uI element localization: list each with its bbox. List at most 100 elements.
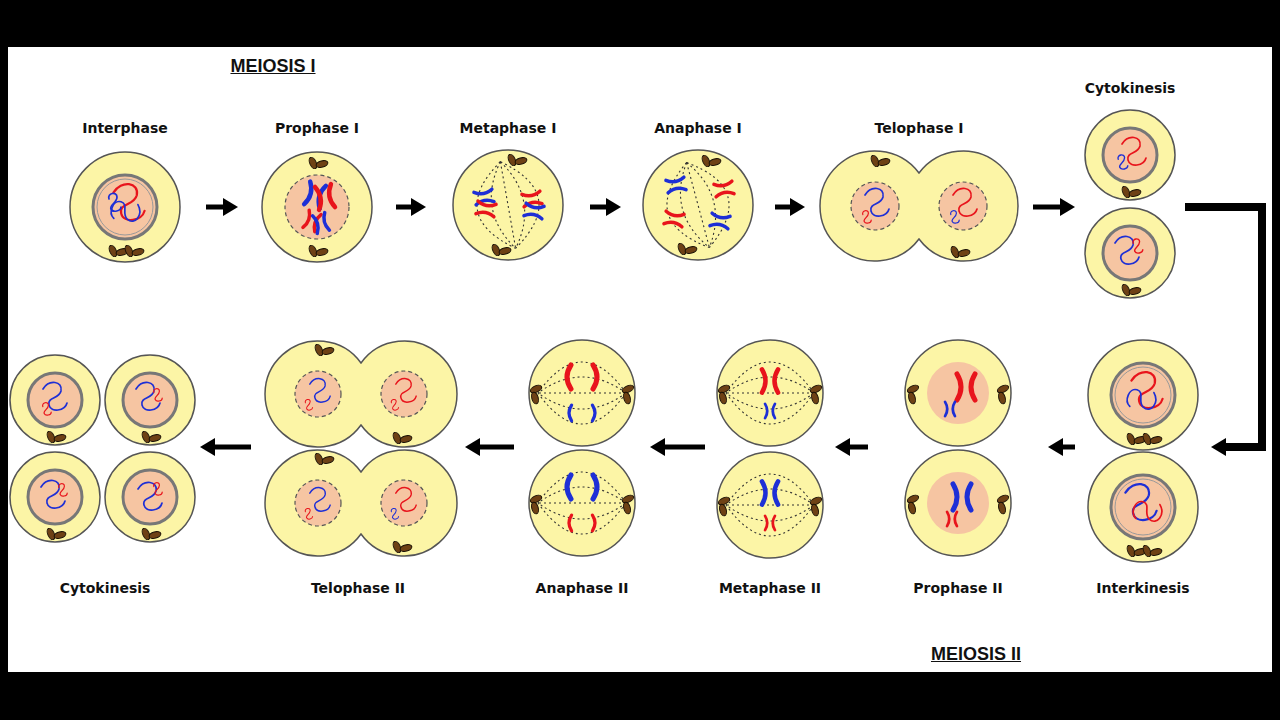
stage-node: Prophase II <box>868 330 1048 602</box>
white-panel <box>8 47 1272 672</box>
arrow-head <box>790 198 805 216</box>
chromatin <box>863 211 872 223</box>
stage-label: Interkinesis <box>1055 580 1231 597</box>
daughter-cell <box>1085 110 1175 200</box>
metaphase-i-cell <box>453 150 563 260</box>
spindle <box>470 156 546 253</box>
chromatin <box>138 482 162 510</box>
cell-membrane <box>529 450 635 556</box>
nucleus <box>1111 363 1175 427</box>
stage-label: Metaphase II <box>685 580 855 597</box>
interphase-cell <box>70 152 180 262</box>
stage-label: Anaphase I <box>601 120 795 137</box>
stage-label: Cytokinesis <box>0 580 220 597</box>
cell-membrane <box>262 152 372 262</box>
arrow-head <box>1211 438 1226 456</box>
centriole <box>701 154 722 168</box>
interkinesis-cell <box>1088 340 1198 450</box>
stage-node: Telophase I <box>805 112 1033 272</box>
nucleus <box>939 182 987 230</box>
chromosome <box>313 213 330 234</box>
gamete-cell <box>10 355 100 445</box>
flow-arrow <box>1048 438 1075 456</box>
cell-membrane <box>529 340 635 446</box>
centriole <box>717 496 731 517</box>
centriole <box>507 153 528 167</box>
stage-node: Interkinesis <box>1075 330 1211 602</box>
chromatin <box>305 508 312 519</box>
nucleus <box>123 373 177 427</box>
chromatin <box>951 211 960 223</box>
arrow-head <box>606 198 621 216</box>
stage-label: Cytokinesis <box>1055 80 1205 97</box>
cell-membrane <box>10 355 100 445</box>
stage-label: Telophase II <box>231 580 485 597</box>
metaphase-ii-cell <box>717 340 823 446</box>
telophase-ii-cell <box>265 450 457 556</box>
arrow-shaft <box>590 205 609 210</box>
chromatin <box>108 194 144 229</box>
chromatin <box>396 488 416 512</box>
arrow-shaft <box>206 205 226 210</box>
chromatin <box>1118 155 1128 169</box>
section-heading: MEIOSIS I <box>230 56 315 77</box>
chromosome <box>476 201 496 217</box>
centriole <box>1142 544 1163 558</box>
centriole <box>141 430 162 444</box>
chromatid <box>592 515 595 531</box>
nucleus <box>285 175 349 239</box>
stage-node: Metaphase I <box>426 112 590 272</box>
chromosome <box>315 184 335 210</box>
centriole <box>809 496 823 517</box>
chromatin <box>391 508 398 519</box>
nucleus <box>295 371 341 417</box>
chromatin <box>41 480 65 508</box>
stage-node: Metaphase II <box>705 330 835 602</box>
stage-node: Cytokinesis <box>10 330 200 602</box>
section-heading: MEIOSIS II <box>931 644 1021 665</box>
centriole <box>621 384 635 405</box>
stage-node: Anaphase II <box>514 330 650 602</box>
interkinesis-cell <box>1088 452 1198 562</box>
prophase-i-cell <box>262 152 372 262</box>
centriole <box>1121 185 1142 199</box>
cell-membrane <box>820 151 1018 261</box>
chromatin <box>305 399 312 410</box>
arrow-head <box>223 198 238 216</box>
spindle <box>538 472 626 534</box>
arrow-head <box>1048 438 1063 456</box>
arrow-shaft <box>396 205 414 210</box>
chromatid <box>569 405 572 421</box>
stage-label: Prophase II <box>848 580 1068 597</box>
cell-membrane <box>905 450 1011 556</box>
nucleus <box>1111 475 1175 539</box>
centriole <box>621 494 635 515</box>
nucleus <box>851 182 899 230</box>
flow-arrow <box>396 198 426 216</box>
anaphase-ii-cell <box>529 450 635 556</box>
chromatid <box>593 475 597 499</box>
nucleus <box>295 480 341 526</box>
cell-membrane <box>643 150 753 260</box>
chromosome <box>710 213 730 229</box>
arrow-shaft <box>212 445 251 450</box>
chromatid <box>593 365 597 389</box>
arrow-head <box>1060 198 1075 216</box>
chromatin <box>1133 239 1143 253</box>
stage-label: Telophase I <box>785 120 1053 137</box>
stage-node: Interphase <box>44 112 206 272</box>
arrow-shaft <box>847 445 868 450</box>
chromatin <box>1130 494 1166 529</box>
arrow-shaft <box>477 445 514 450</box>
centriole <box>809 384 823 405</box>
cell-membrane <box>1088 340 1198 450</box>
stage-node: Cytokinesis <box>1075 72 1185 305</box>
centriole <box>491 243 512 257</box>
centriole <box>308 244 329 258</box>
nucleus <box>381 371 427 417</box>
anaphase-i-cell <box>643 150 753 260</box>
centriole <box>1142 432 1163 446</box>
cell-membrane <box>265 341 457 447</box>
